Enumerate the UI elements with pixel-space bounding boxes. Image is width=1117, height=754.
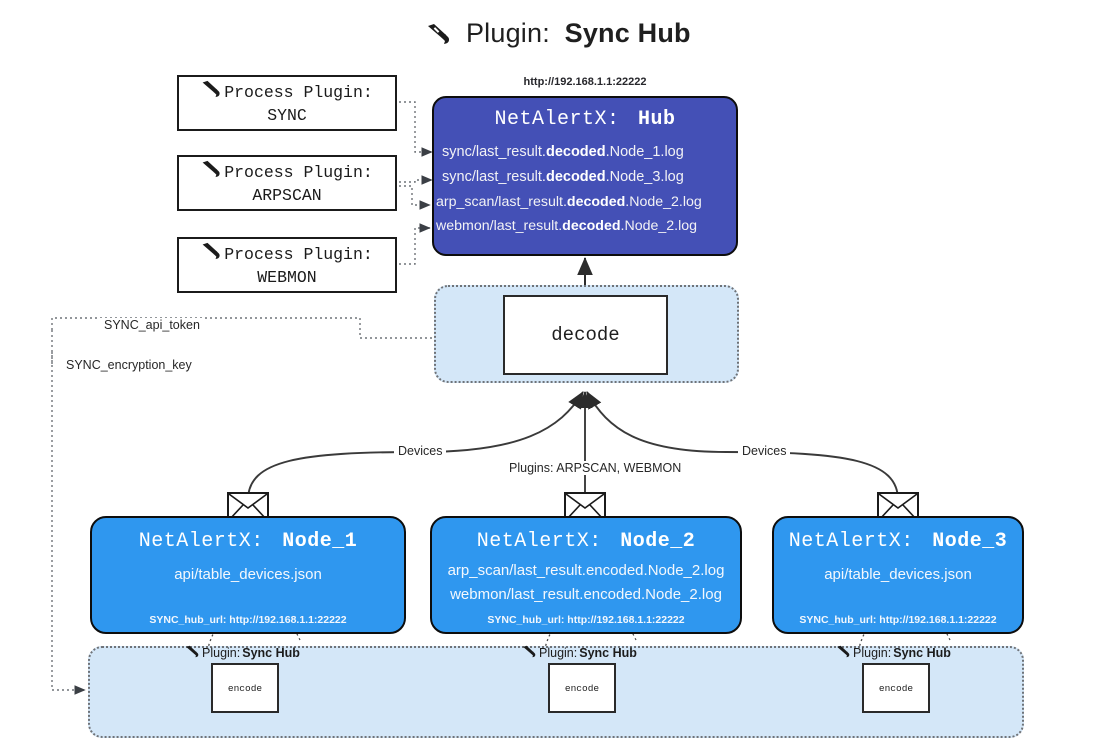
node-lines: api/table_devices.json — [92, 563, 404, 587]
title-prefix: Plugin: — [465, 18, 550, 48]
node-title-name: Node_2 — [620, 530, 696, 553]
plugins-label-center: Plugins: ARPSCAN, WEBMON — [505, 461, 686, 475]
sync-encryption-key-label: SYNC_encryption_key — [62, 358, 196, 372]
hub-log-line: webmon/last_result.decoded.Node_2.log — [434, 214, 736, 238]
plug-icon — [522, 645, 537, 661]
process-plugin-name: SYNC — [267, 105, 307, 125]
hub-log-line: sync/last_result.decoded.Node_1.log — [434, 140, 736, 165]
encode-caption-node-3: Plugin: Sync Hub — [836, 645, 951, 661]
node-hub-url: SYNC_hub_url: http://192.168.1.1:22222 — [799, 614, 997, 626]
process-plugin-box-sync[interactable]: Process Plugin: SYNC — [177, 75, 397, 131]
node-hub-url: SYNC_hub_url: http://192.168.1.1:22222 — [487, 614, 685, 626]
log-pre: arp_scan/last_result. — [436, 193, 567, 210]
log-pre: sync/last_result. — [442, 168, 546, 185]
encode-caption-node-2: Plugin: Sync Hub — [522, 645, 637, 661]
encode-caption-name: Sync Hub — [242, 646, 300, 660]
node-title: NetAlertX: Node_3 — [774, 530, 1022, 553]
log-post: .Node_2.log — [625, 193, 702, 210]
process-plugin-box-arpscan[interactable]: Process Plugin: ARPSCAN — [177, 155, 397, 211]
title-name: Sync Hub — [564, 18, 691, 48]
encode-caption-name: Sync Hub — [579, 646, 637, 660]
encode-caption-node-1: Plugin: Sync Hub — [185, 645, 300, 661]
log-post: .Node_2.log — [620, 218, 698, 235]
node-line: api/table_devices.json — [174, 566, 322, 583]
encode-box-node-2[interactable]: encode — [548, 663, 616, 713]
node-box-node-1[interactable]: NetAlertX: Node_1 api/table_devices.json… — [90, 516, 406, 634]
hub-box[interactable]: NetAlertX: Hub sync/last_result.decoded.… — [432, 96, 738, 256]
log-post: .Node_3.log — [605, 168, 684, 185]
node-title: NetAlertX: Node_1 — [92, 530, 404, 553]
hub-log-line: arp_scan/last_result.decoded.Node_2.log — [434, 190, 736, 214]
node-title: NetAlertX: Node_2 — [432, 530, 740, 553]
process-plugin-name: WEBMON — [257, 267, 317, 287]
node-title-prefix: NetAlertX: — [476, 530, 602, 553]
encode-caption-prefix: Plugin: — [853, 646, 892, 660]
encode-caption-prefix: Plugin: — [539, 646, 578, 660]
plug-icon — [201, 160, 222, 184]
devices-label-left: Devices — [394, 444, 447, 458]
hub-url-label: http://192.168.1.1:22222 — [523, 76, 647, 88]
node-line: webmon/last_result.encoded.Node_2.log — [450, 586, 722, 604]
process-plugin-name: ARPSCAN — [252, 185, 322, 205]
hub-title-name: Hub — [638, 108, 676, 131]
hub-title: NetAlertX: Hub — [434, 108, 736, 131]
process-plugin-label: Process Plugin: — [224, 244, 373, 264]
node-line: api/table_devices.json — [824, 566, 972, 583]
node-box-node-2[interactable]: NetAlertX: Node_2 arp_scan/last_result.e… — [430, 516, 742, 634]
plug-icon — [201, 242, 222, 266]
plug-icon — [836, 645, 851, 661]
node-box-node-3[interactable]: NetAlertX: Node_3 api/table_devices.json… — [772, 516, 1024, 634]
node-lines: api/table_devices.json — [774, 563, 1022, 587]
page-title: Plugin: Sync Hub — [0, 18, 1117, 52]
hub-title-prefix: NetAlertX: — [494, 108, 620, 131]
encode-caption-prefix: Plugin: — [202, 646, 241, 660]
log-post: .Node_1.log — [605, 144, 684, 160]
node-title-prefix: NetAlertX: — [788, 530, 914, 553]
node-line: arp_scan/last_result.encoded.Node_2.log — [447, 562, 725, 579]
log-bold: decoded — [566, 193, 626, 210]
plug-icon — [201, 80, 222, 104]
log-pre: webmon/last_result. — [436, 218, 563, 235]
log-bold: decoded — [562, 218, 621, 235]
hub-log-line: sync/last_result.decoded.Node_3.log — [434, 165, 736, 190]
node-lines: arp_scan/last_result.encoded.Node_2.log … — [432, 559, 740, 608]
devices-label-right: Devices — [738, 444, 791, 458]
process-plugin-box-webmon[interactable]: Process Plugin: WEBMON — [177, 237, 397, 293]
log-bold: decoded — [545, 144, 606, 160]
process-plugin-label: Process Plugin: — [224, 82, 373, 102]
decode-box[interactable]: decode — [503, 295, 668, 375]
node-title-name: Node_1 — [282, 530, 358, 553]
plug-icon — [426, 21, 452, 52]
log-pre: sync/last_result. — [442, 144, 546, 160]
log-bold: decoded — [545, 168, 606, 185]
plug-icon — [185, 645, 200, 661]
node-title-name: Node_3 — [932, 530, 1008, 553]
encode-box-node-1[interactable]: encode — [211, 663, 279, 713]
node-title-prefix: NetAlertX: — [138, 530, 264, 553]
sync-api-token-label: SYNC_api_token — [100, 318, 204, 332]
encode-caption-name: Sync Hub — [893, 646, 951, 660]
encode-box-node-3[interactable]: encode — [862, 663, 930, 713]
process-plugin-label: Process Plugin: — [224, 162, 373, 182]
node-hub-url: SYNC_hub_url: http://192.168.1.1:22222 — [149, 614, 347, 626]
